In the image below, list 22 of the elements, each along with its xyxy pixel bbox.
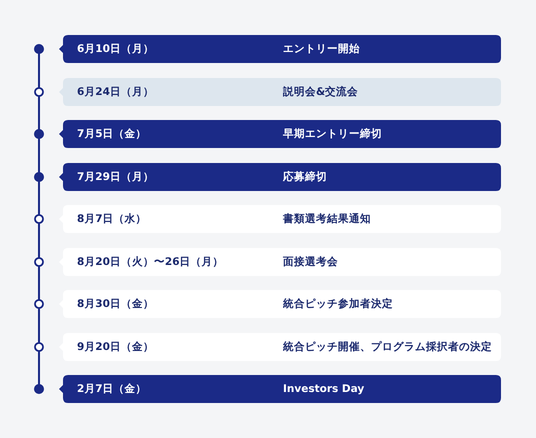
- timeline-event-bar: [59, 162, 501, 190]
- event-label: 面接選考会: [283, 254, 338, 270]
- date-label: 7月5日（金）: [77, 127, 147, 142]
- date-label: 9月20日（金）: [77, 340, 154, 354]
- date-label: 2月7日（金）: [77, 382, 147, 397]
- date-label: 8月20日（火）〜26日（月）: [77, 254, 224, 270]
- event-label: 説明会&交流会: [283, 84, 358, 100]
- event-label: 早期エントリー締切: [283, 127, 382, 142]
- event-label: 書類選考結果通知: [283, 212, 371, 227]
- date-label: 6月10日（月）: [77, 42, 154, 57]
- date-label: 8月30日（金）: [77, 297, 154, 312]
- event-label: Investors Day: [283, 382, 364, 397]
- event-label: エントリー開始: [283, 42, 360, 57]
- date-label: 6月24日（月）: [77, 84, 154, 100]
- timeline-event-bar: [59, 375, 501, 403]
- event-label: 応募締切: [283, 170, 327, 184]
- timeline-event-bar: [59, 120, 501, 148]
- date-label: 7月29日（月）: [77, 170, 154, 184]
- event-label: 統合ピッチ参加者決定: [283, 296, 393, 312]
- event-label: 統合ピッチ開催、プログラム採択者の決定: [283, 340, 492, 354]
- timeline-event-bar: [59, 35, 501, 63]
- date-label: 8月7日（水）: [77, 212, 147, 227]
